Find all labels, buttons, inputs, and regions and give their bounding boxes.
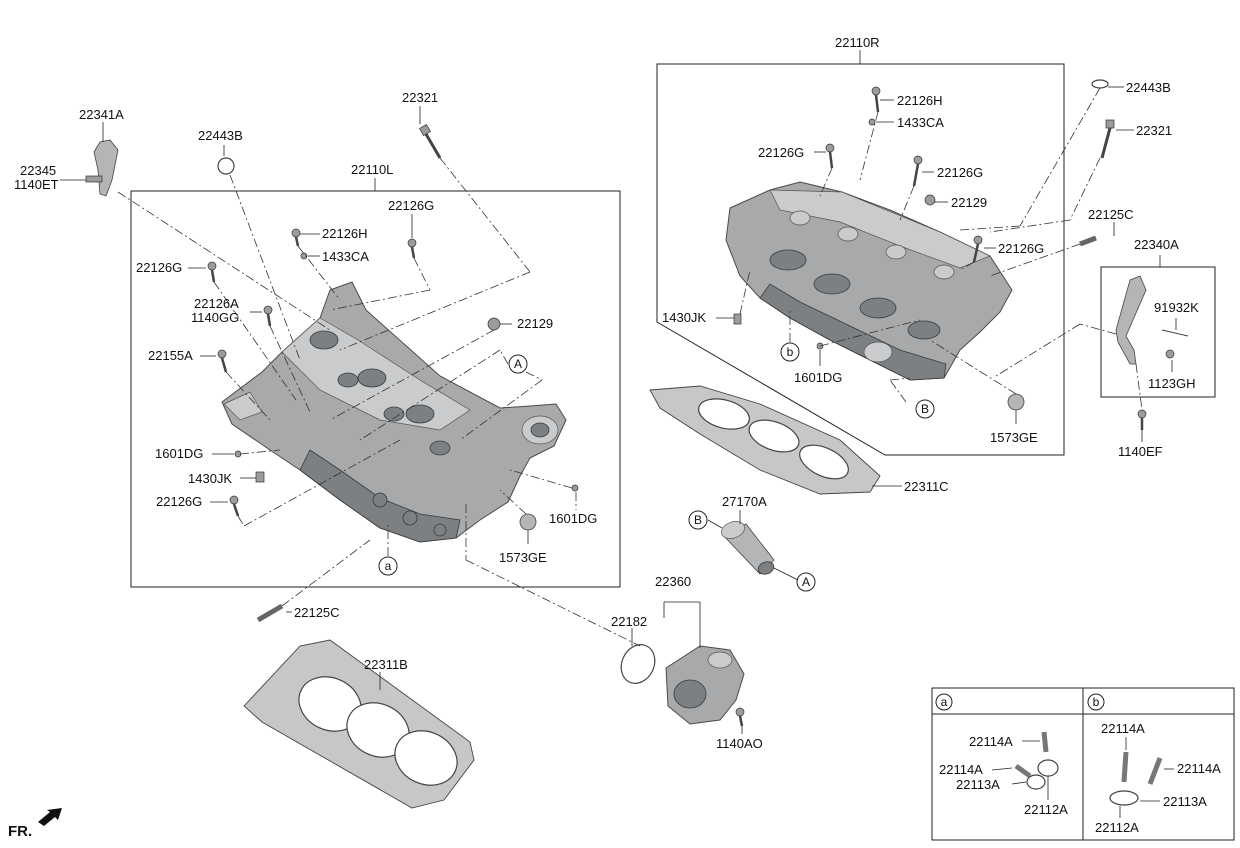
label-27170A: 27170A xyxy=(722,494,767,509)
label-b-22112A: 22112A xyxy=(1095,820,1139,835)
head-gasket-22311C xyxy=(649,385,881,495)
box-22340A xyxy=(1100,266,1216,398)
label-22182: 22182 xyxy=(611,614,647,629)
label-1433CA-left: 1433CA xyxy=(322,249,369,264)
label-1601DG-l1: 1601DG xyxy=(155,446,203,461)
head-gasket-22311B xyxy=(243,639,475,809)
label-22443B-left: 22443B xyxy=(198,128,243,143)
label-22126G-l2: 22126G xyxy=(136,260,182,275)
label-1140ET: 1140ET xyxy=(14,177,59,192)
bolt-22321-left xyxy=(419,124,431,136)
cylinder-head-right xyxy=(725,181,1013,381)
label-22126G-r1: 22126G xyxy=(758,145,804,160)
front-direction-label: FR. xyxy=(8,823,32,840)
ring-22443B-right xyxy=(1091,79,1109,89)
svg-text:B: B xyxy=(694,513,702,527)
label-22125C-right: 22125C xyxy=(1088,207,1134,222)
label-1123GH: 1123GH xyxy=(1148,376,1195,391)
svg-text:b: b xyxy=(1093,695,1100,709)
bracket-22341A xyxy=(93,139,119,197)
marker-a-left: a xyxy=(378,556,398,576)
label-22443B-right: 22443B xyxy=(1126,80,1171,95)
label-22126H-left: 22126H xyxy=(322,226,368,241)
label-22155A: 22155A xyxy=(148,348,193,363)
cylinder-head-left xyxy=(221,281,567,543)
label-22110R: 22110R xyxy=(835,35,880,50)
label-1573GE-left: 1573GE xyxy=(499,550,547,565)
label-1430JK-right: 1430JK xyxy=(662,310,706,325)
bolt-22345 xyxy=(85,175,103,183)
label-22126H-right: 22126H xyxy=(897,93,943,108)
ring-22443B-left xyxy=(217,157,235,175)
marker-A-27170A: A xyxy=(796,572,816,592)
marker-b-right: b xyxy=(780,342,800,362)
bracket-22340A xyxy=(1115,275,1147,365)
marker-B-right: B xyxy=(915,399,935,419)
part-22360 xyxy=(665,645,745,725)
label-a-22112A: 22112A xyxy=(1024,802,1068,817)
label-1430JK-left: 1430JK xyxy=(188,471,232,486)
svg-text:B: B xyxy=(921,402,929,416)
dowel-22125C-right xyxy=(1079,235,1097,247)
label-1140EF: 1140EF xyxy=(1118,444,1163,459)
svg-text:a: a xyxy=(385,559,392,573)
box-22110R xyxy=(656,63,1065,456)
marker-b-detail: b xyxy=(1087,693,1105,711)
marker-B-27170A: B xyxy=(688,510,708,530)
label-22311B: 22311B xyxy=(364,657,408,672)
label-22126A: 22126A xyxy=(194,296,239,311)
label-1601DG-l2: 1601DG xyxy=(549,511,597,526)
label-1601DG-right: 1601DG xyxy=(794,370,842,385)
dowel-22125C-left xyxy=(256,603,284,623)
label-22321-left: 22321 xyxy=(402,90,438,105)
label-1573GE-right: 1573GE xyxy=(990,430,1038,445)
label-22126G-r2: 22126G xyxy=(937,165,983,180)
ring-22182 xyxy=(620,644,656,684)
label-22129-right: 22129 xyxy=(951,195,987,210)
label-b-22114A-2: 22114A xyxy=(1177,761,1221,776)
label-1140AO: 1140AO xyxy=(716,736,763,751)
bolt-22321-right xyxy=(1105,119,1115,129)
label-22341A: 22341A xyxy=(79,107,124,122)
label-1140GG: 1140GG xyxy=(191,310,239,325)
label-22126G-r3: 22126G xyxy=(998,241,1044,256)
label-22340A: 22340A xyxy=(1134,237,1179,252)
label-22360: 22360 xyxy=(655,574,691,589)
svg-text:b: b xyxy=(787,345,794,359)
svg-text:A: A xyxy=(802,575,810,589)
label-22126G-l3: 22126G xyxy=(156,494,202,509)
svg-text:a: a xyxy=(941,695,948,709)
marker-A-left: A xyxy=(508,354,528,374)
front-arrow-icon xyxy=(38,808,62,826)
label-22129-left: 22129 xyxy=(517,316,553,331)
label-22125C-left: 22125C xyxy=(294,605,340,620)
label-22311C: 22311C xyxy=(904,479,949,494)
svg-text:A: A xyxy=(514,357,522,371)
label-b-22114A-1: 22114A xyxy=(1101,721,1145,736)
label-b-22113A: 22113A xyxy=(1163,794,1207,809)
part-27170A xyxy=(721,521,775,575)
label-a-22114A-1: 22114A xyxy=(969,734,1013,749)
label-1433CA-right: 1433CA xyxy=(897,115,944,130)
label-22126G-l1: 22126G xyxy=(388,198,434,213)
label-22345: 22345 xyxy=(20,163,56,178)
box-22110L xyxy=(130,190,621,588)
label-91932K: 91932K xyxy=(1154,300,1199,315)
label-a-22114A-2: 22114A xyxy=(939,762,983,777)
label-a-22113A: 22113A xyxy=(956,777,1000,792)
label-22110L: 22110L xyxy=(351,162,393,177)
label-22321-right: 22321 xyxy=(1136,123,1172,138)
marker-a-detail: a xyxy=(935,693,953,711)
